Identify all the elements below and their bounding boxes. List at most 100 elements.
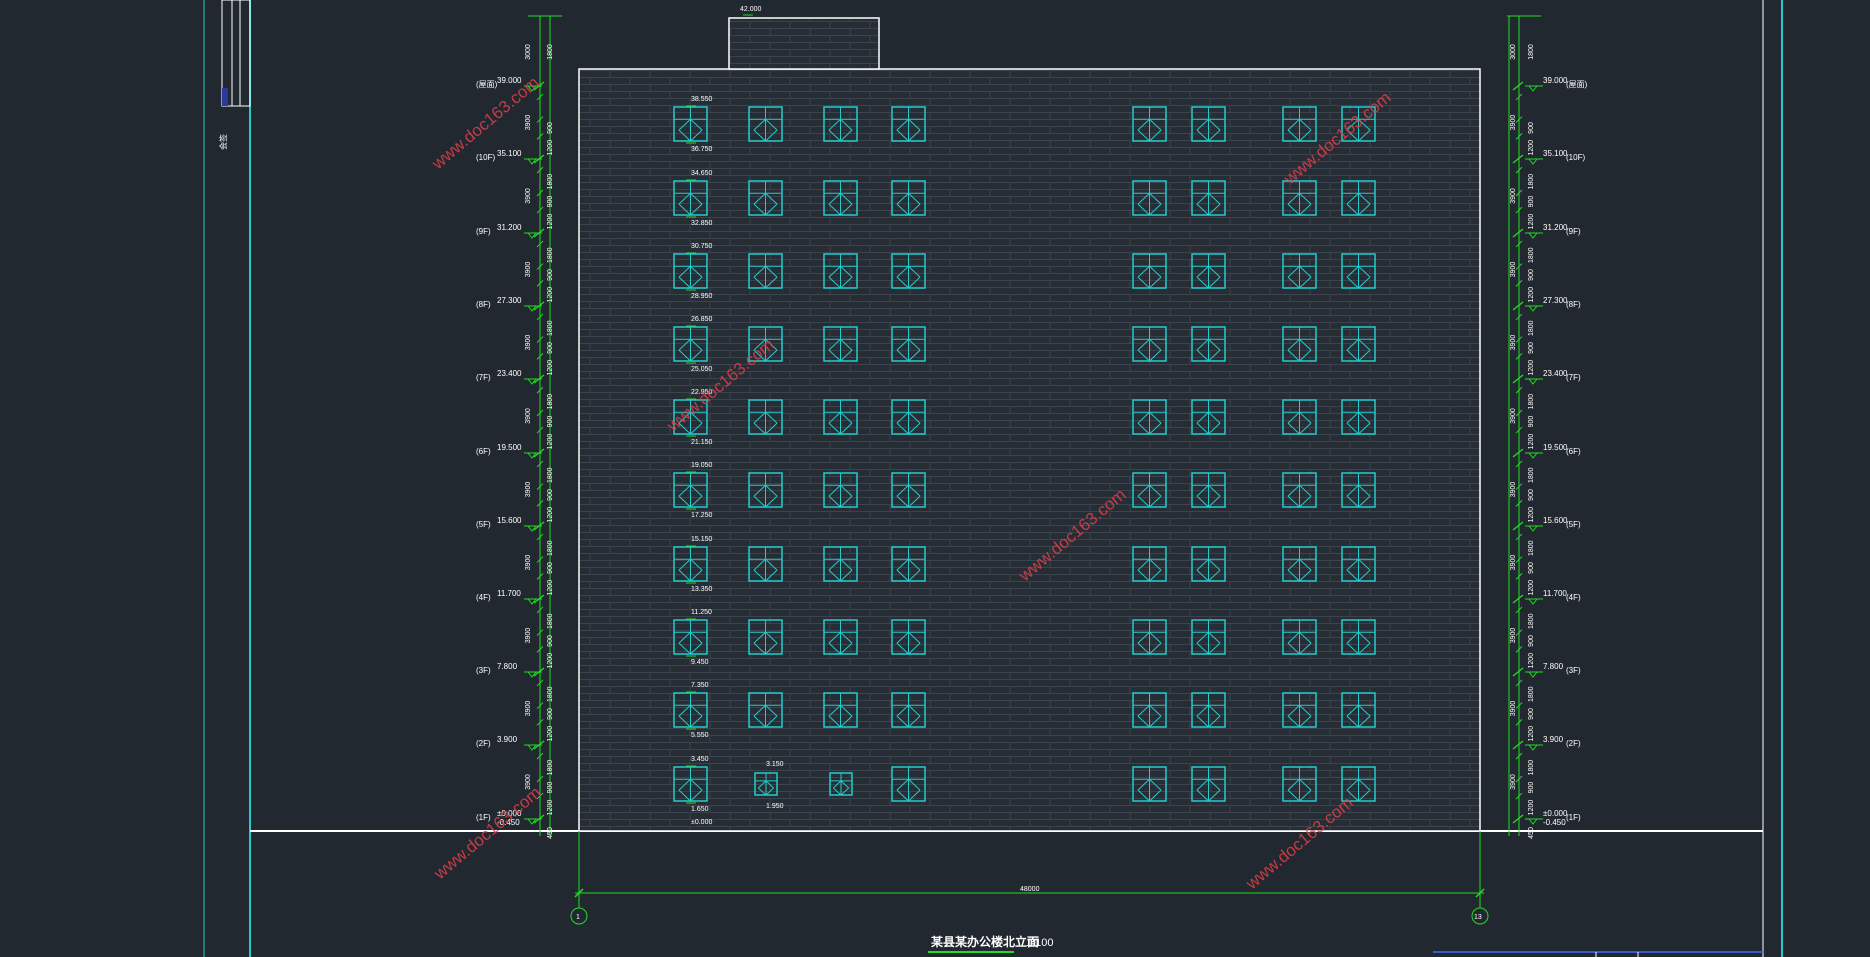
window [891, 619, 926, 655]
segment-dimension: 900 [547, 562, 554, 574]
floor-dimension: 3900 [1510, 262, 1517, 278]
level-label: (5F) [1566, 520, 1581, 529]
window [673, 106, 708, 142]
level-elevation: 27.300 [1543, 296, 1568, 305]
window [1191, 180, 1226, 216]
level-label: (7F) [1566, 373, 1581, 382]
segment-dimension: 1800 [1528, 247, 1535, 263]
segment-dimension: 1200 [1528, 653, 1535, 669]
segment-dimension: 900 [1528, 342, 1535, 354]
level-label: (5F) [476, 520, 491, 529]
segment-dimension: 900 [547, 782, 554, 794]
window [1341, 472, 1376, 508]
segment-dimension: 1200 [547, 434, 554, 450]
level-label: (10F) [476, 153, 495, 162]
window-top-elev: 30.750 [691, 243, 713, 250]
window-bottom-elev: 17.250 [691, 512, 713, 519]
window-top-elev: 34.650 [691, 170, 713, 177]
window [1282, 399, 1317, 435]
window [823, 106, 858, 142]
window [1132, 546, 1167, 582]
segment-dimension: 1200 [547, 726, 554, 742]
level-label: (7F) [476, 373, 491, 382]
segment-dimension: 900 [547, 489, 554, 501]
level-elevation: 15.600 [1543, 516, 1568, 525]
window [891, 253, 926, 289]
segment-dimension: 900 [1528, 635, 1535, 647]
window [1191, 106, 1226, 142]
window [1282, 326, 1317, 362]
segment-dimension: 900 [1528, 269, 1535, 281]
left-dimension-chain: ±0.000(1F)-0.4503.900(2F)7.800(3F)11.700… [476, 15, 562, 839]
floor-dimension: 3900 [1510, 774, 1517, 790]
segment-dimension: 1200 [1528, 580, 1535, 596]
window [1341, 326, 1376, 362]
level-label: (3F) [476, 666, 491, 675]
window [1282, 692, 1317, 728]
window-bottom-elev: 25.050 [691, 366, 713, 373]
segment-dimension: 900 [547, 416, 554, 428]
floor-dimension: 3900 [525, 408, 532, 424]
segment-dimension: 1200 [547, 214, 554, 230]
window-top-elev: 19.050 [691, 462, 713, 469]
window [823, 180, 858, 216]
floor-dimension: 3900 [525, 188, 532, 204]
window [1191, 399, 1226, 435]
window [1191, 472, 1226, 508]
level-label: (屋面) [1566, 80, 1588, 89]
window [1282, 619, 1317, 655]
drawing-scale: 1:100 [1026, 937, 1054, 949]
segment-dimension: 1800 [1528, 44, 1535, 60]
level-elevation: 35.100 [1543, 149, 1568, 158]
segment-dimension: 900 [1528, 782, 1535, 794]
window [1132, 619, 1167, 655]
segment-dimension: 900 [1528, 416, 1535, 428]
window [748, 546, 783, 582]
segment-dimension: 1200 [1528, 287, 1535, 303]
level-label: (1F) [1566, 813, 1581, 822]
floor-dimension: 3900 [1510, 335, 1517, 351]
window [748, 106, 783, 142]
segment-dimension: 1800 [547, 613, 554, 629]
window [891, 692, 926, 728]
window-bottom-elev: 5.550 [691, 732, 709, 739]
level-elevation: 35.100 [497, 149, 522, 158]
drawing-title: 某县某办公楼北立面 [931, 934, 1039, 949]
segment-dimension: 1800 [547, 394, 554, 410]
window [748, 180, 783, 216]
level-label: (10F) [1566, 153, 1585, 162]
drawing-frame [203, 0, 1783, 957]
window-top-elev: 7.350 [691, 682, 709, 689]
small-window-top-elev: 3.150 [766, 761, 784, 768]
window-bottom-elev: 28.950 [691, 293, 713, 300]
segment-dimension: 1200 [1528, 214, 1535, 230]
window-bottom-elev: 1.650 [691, 806, 709, 813]
segment-dimension: 900 [1528, 196, 1535, 208]
segment-dimension: 900 [1528, 708, 1535, 720]
window-top-elev: 26.850 [691, 316, 713, 323]
window [748, 253, 783, 289]
level-label: (4F) [1566, 593, 1581, 602]
floor-dimension: 3900 [1510, 555, 1517, 571]
side-note: 会签 [218, 134, 228, 150]
window-top-elev: 11.250 [691, 609, 712, 616]
segment-dimension: 1800 [1528, 467, 1535, 483]
segment-dimension: 1800 [1528, 174, 1535, 190]
segment-dimension: 1200 [547, 360, 554, 376]
level-elevation: 31.200 [1543, 223, 1568, 232]
window [748, 692, 783, 728]
window [891, 399, 926, 435]
right-dimension-chain: ±0.000(1F)-0.4503.900(2F)7.800(3F)11.700… [1507, 15, 1588, 839]
segment-dimension: 1800 [547, 467, 554, 483]
segment-dimension: 1200 [1528, 726, 1535, 742]
level-elevation: 19.500 [497, 443, 522, 452]
floor-dimension: 3900 [525, 482, 532, 498]
segment-dimension: 900 [547, 708, 554, 720]
window-bottom-elev: 13.350 [691, 586, 713, 593]
segment-dimension: 900 [547, 122, 554, 134]
segment-dimension: 1800 [1528, 540, 1535, 556]
level-label: (9F) [1566, 227, 1581, 236]
floor-dimension: 3900 [525, 115, 532, 131]
segment-dimension: 900 [1528, 122, 1535, 134]
